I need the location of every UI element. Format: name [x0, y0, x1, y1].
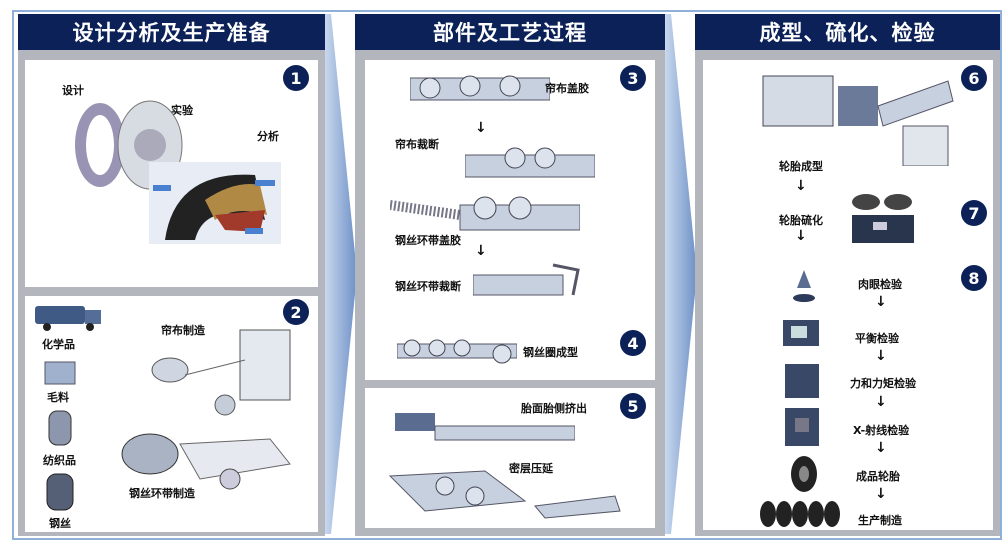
column-components: 部件及工艺过程 3 帘布盖胶 ↓ 帘布裁断 钢丝环带盖胶 ↓ 钢丝环带裁断 4 …	[355, 14, 665, 536]
label-cord-cutting: 帘布裁断	[395, 138, 439, 151]
label-experiment: 实验	[171, 104, 193, 117]
step-badge: 4	[620, 330, 646, 356]
label-belt-cutting: 钢丝环带裁断	[395, 280, 461, 293]
label-textiles: 纺织品	[43, 454, 76, 467]
panel-materials: 2 化学品 毛料 纺织品 钢丝 帘布制造 钢丝环带制造	[25, 296, 318, 532]
steel-coil-icon	[46, 473, 74, 511]
down-arrow-icon: ↓	[475, 243, 487, 259]
tire-cross-section-illustration	[149, 162, 281, 244]
label-steel-wire: 钢丝	[49, 517, 71, 530]
label-building: 轮胎成型	[779, 160, 823, 173]
column-title: 部件及工艺过程	[355, 14, 665, 50]
label-rubber: 毛料	[47, 391, 69, 404]
label-chemicals: 化学品	[42, 338, 75, 351]
down-arrow-icon: ↓	[875, 394, 887, 410]
label-belt-coating: 钢丝环带盖胶	[395, 234, 461, 247]
chevron-arrow	[325, 14, 357, 534]
bead-forming-illustration	[397, 339, 517, 364]
cord-calender-illustration	[410, 75, 550, 101]
chemical-truck-icon	[35, 306, 101, 331]
column-building-curing: 成型、硫化、检验 6 轮胎成型 ↓ 轮胎硫化 ↓ 7 8 肉眼检验 ↓ 平衡检验…	[695, 14, 1000, 536]
label-force: 力和力矩检验	[850, 377, 916, 390]
down-arrow-icon: ↓	[875, 486, 887, 502]
chevron-arrow	[665, 14, 697, 534]
belt-machine-illustration	[121, 433, 291, 490]
curing-press-illustration	[852, 194, 914, 243]
step-badge: 8	[961, 265, 987, 291]
extruder-illustration	[395, 413, 575, 441]
tire-stack-icon	[760, 501, 840, 527]
label-tread-extrusion: 胎面胎侧挤出	[521, 402, 587, 415]
xray-machine-icon	[785, 408, 819, 446]
label-bead-forming: 钢丝圈成型	[523, 346, 578, 359]
panel-components: 3 帘布盖胶 ↓ 帘布裁断 钢丝环带盖胶 ↓ 钢丝环带裁断 4 钢丝圈成型	[365, 60, 655, 380]
column-title: 设计分析及生产准备	[18, 14, 325, 50]
down-arrow-icon: ↓	[795, 228, 807, 244]
step-badge: 6	[961, 65, 987, 91]
textile-roll-icon	[48, 410, 72, 446]
step-badge: 1	[283, 65, 309, 91]
panel-extrusion: 5 胎面胎侧挤出 密层压延	[365, 388, 655, 528]
tire-building-machine-illustration	[762, 75, 954, 166]
step-badge: 5	[620, 393, 646, 419]
column-title: 成型、硫化、检验	[695, 14, 1000, 50]
label-production: 生产制造	[858, 514, 902, 527]
tire-icon	[791, 456, 817, 492]
panel-design: 1 设计 实验 分析	[25, 60, 318, 287]
label-xray: X-射线检验	[853, 424, 910, 437]
visual-inspection-icon	[793, 270, 815, 302]
label-cord-making: 帘布制造	[161, 324, 205, 337]
label-balance: 平衡检验	[855, 332, 899, 345]
down-arrow-icon: ↓	[475, 120, 487, 136]
down-arrow-icon: ↓	[795, 178, 807, 194]
balance-machine-icon	[783, 320, 819, 346]
down-arrow-icon: ↓	[875, 294, 887, 310]
belt-calender-illustration	[390, 196, 580, 231]
label-belt-making: 钢丝环带制造	[129, 487, 195, 500]
belt-cutter-illustration	[473, 263, 580, 296]
panel-building: 6 轮胎成型 ↓ 轮胎硫化 ↓ 7 8 肉眼检验 ↓ 平衡检验 ↓ 力和力矩检验…	[703, 60, 993, 530]
diagram-frame	[12, 10, 1002, 540]
cord-cutter-illustration	[465, 147, 595, 178]
force-machine-icon	[785, 364, 819, 398]
step-badge: 3	[620, 65, 646, 91]
label-cord-coating: 帘布盖胶	[545, 82, 589, 95]
label-finished: 成品轮胎	[856, 470, 900, 483]
label-curing: 轮胎硫化	[779, 214, 823, 227]
step-badge: 2	[283, 299, 309, 325]
cord-machine-illustration	[151, 329, 291, 416]
step-badge: 7	[961, 200, 987, 226]
column-design-prep: 设计分析及生产准备 1 设计 实验 分析 2 化学品 毛料 纺织品 钢丝 帘布制…	[18, 14, 325, 536]
label-calendering: 密层压延	[509, 462, 553, 475]
label-analysis: 分析	[257, 130, 279, 143]
down-arrow-icon: ↓	[875, 348, 887, 364]
rubber-bale-icon	[44, 361, 76, 385]
calender-illustration	[388, 470, 621, 519]
down-arrow-icon: ↓	[875, 440, 887, 456]
label-design: 设计	[62, 84, 84, 97]
label-visual: 肉眼检验	[858, 278, 902, 291]
